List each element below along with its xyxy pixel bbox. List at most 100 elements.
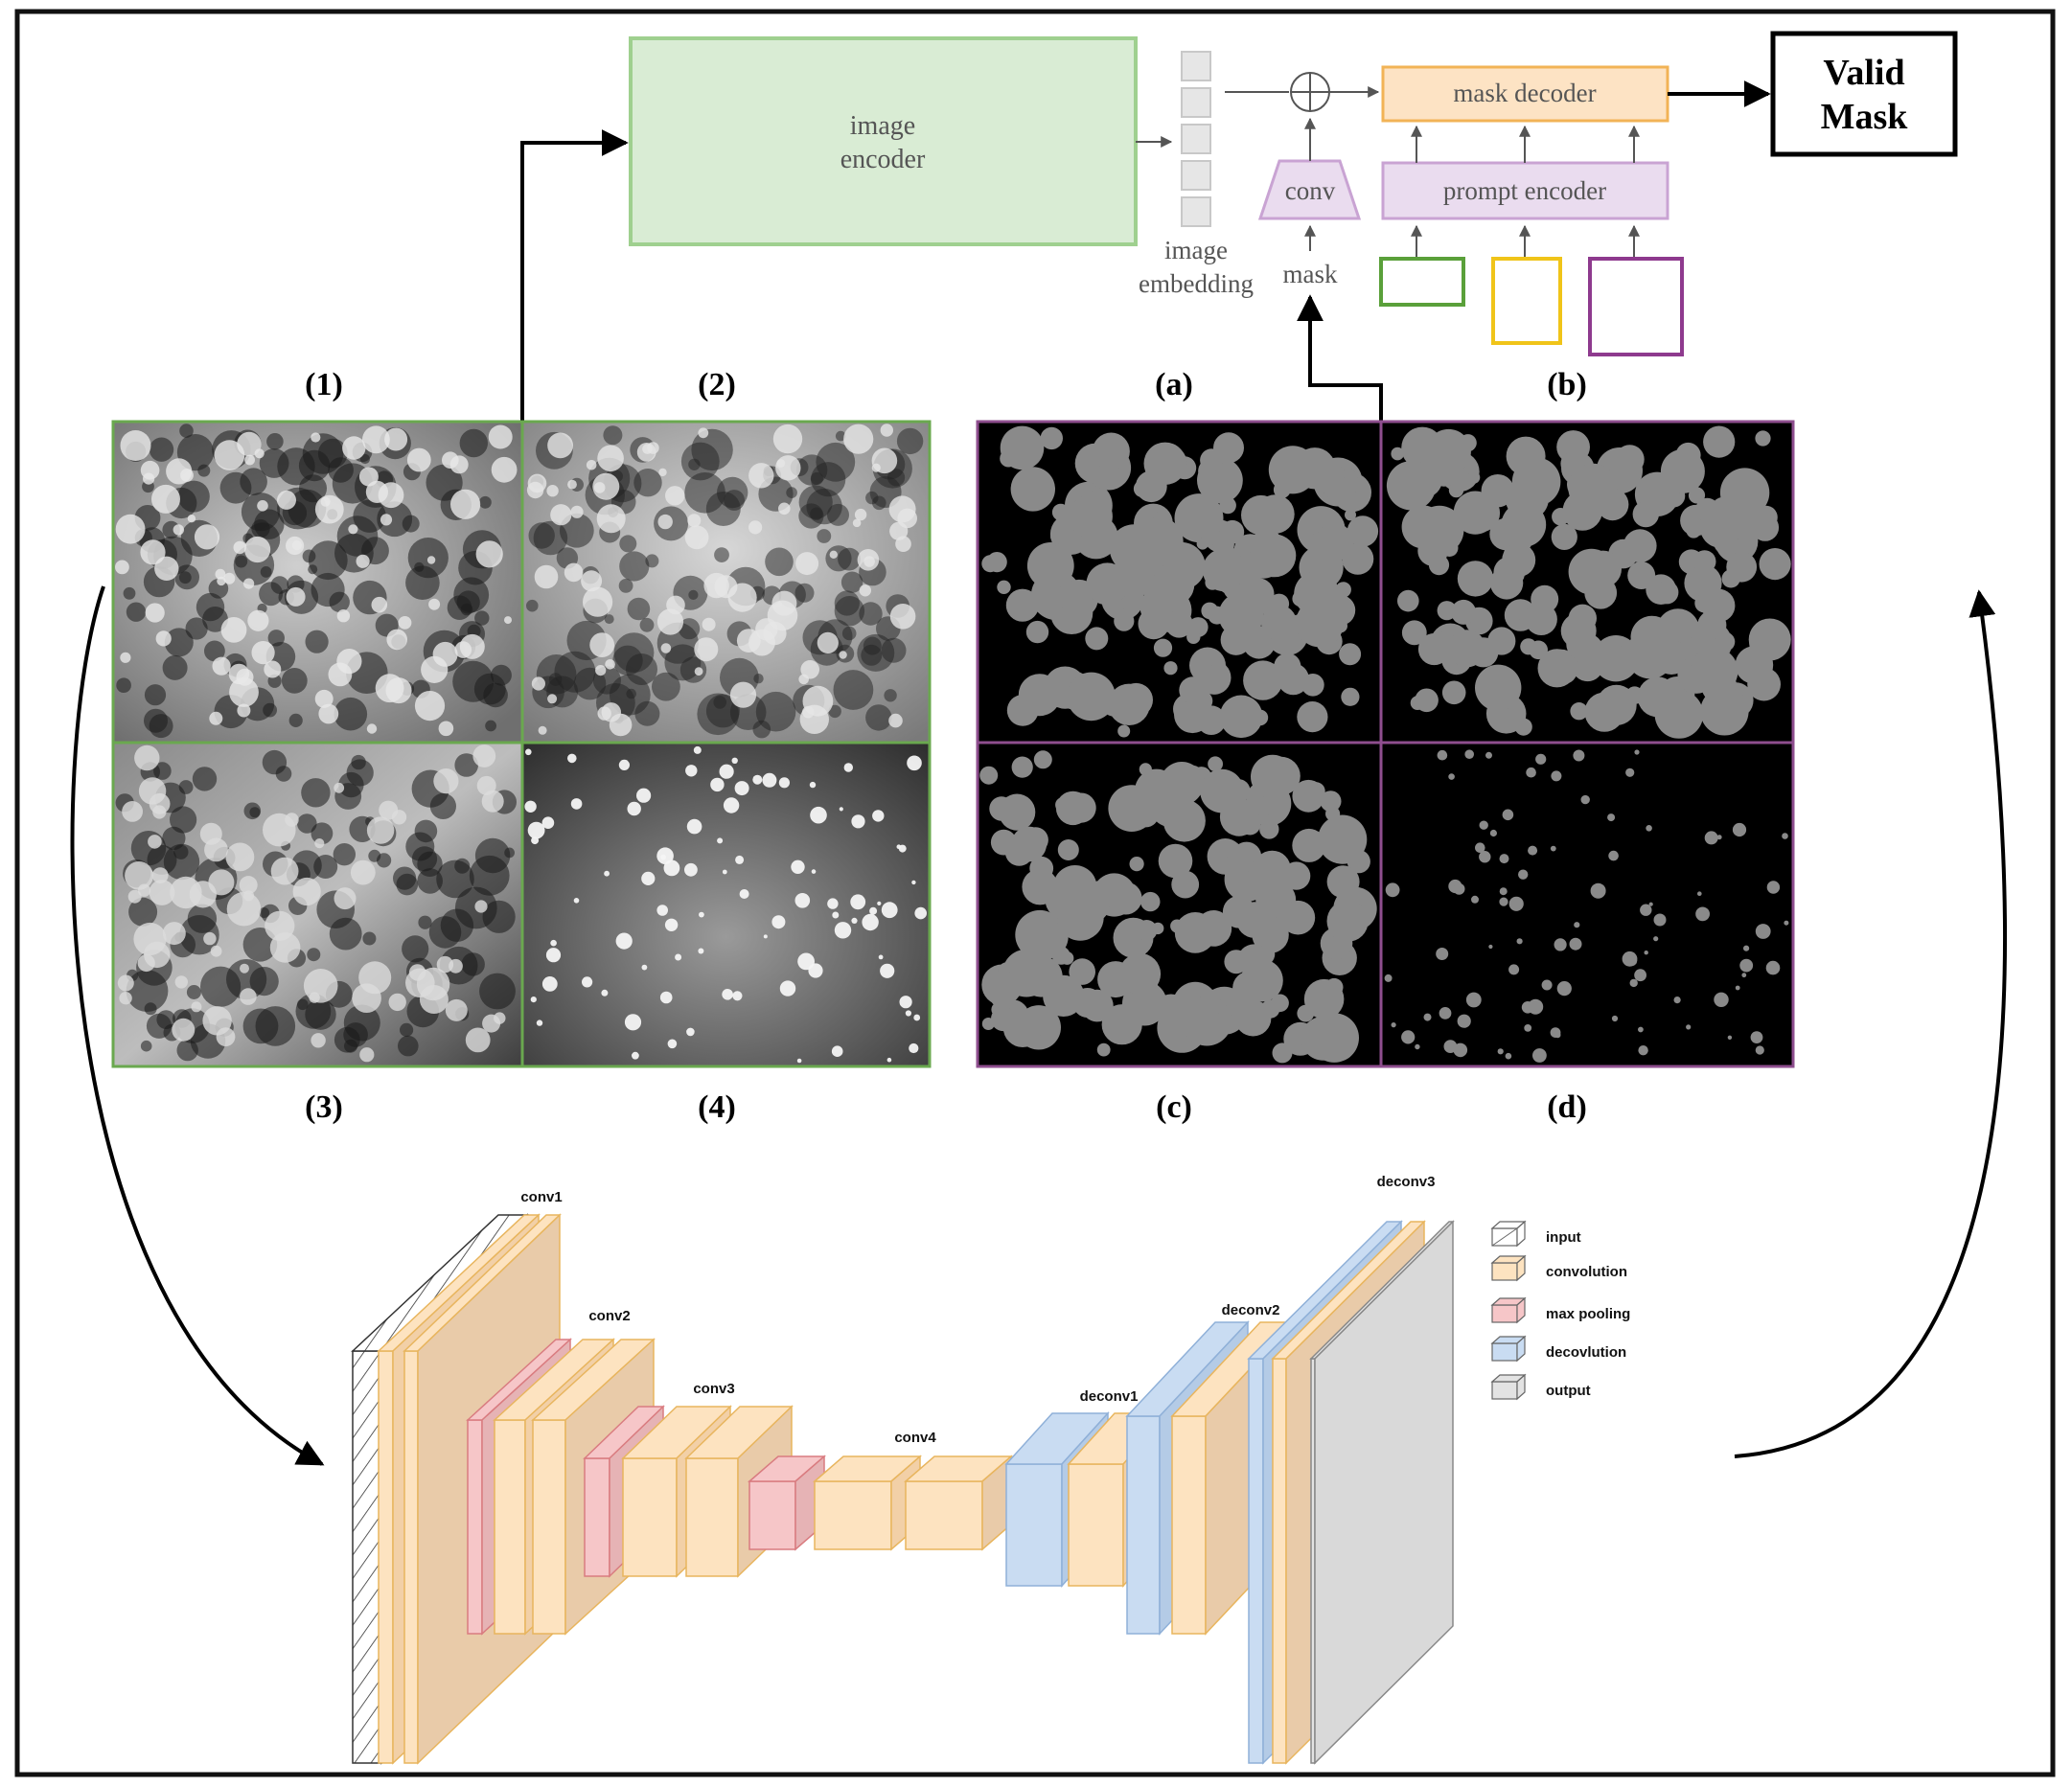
bubble-light-2: [889, 521, 909, 540]
bubble-4: [722, 989, 733, 1000]
bubble-light-2: [729, 681, 757, 708]
mask-blob-a: [1153, 638, 1173, 657]
mask-blob-c: [1069, 958, 1095, 985]
bubble-4: [735, 855, 745, 864]
mask-blob-d: [1437, 749, 1448, 761]
bubble-light-2: [771, 590, 797, 616]
mask-blob-d: [1443, 1040, 1458, 1053]
mask-blob-d: [1697, 891, 1702, 896]
bubble-1: [177, 480, 210, 513]
bubble-2: [865, 704, 892, 731]
mask-blob-c: [1320, 790, 1342, 813]
bubble-light-2: [829, 550, 838, 559]
mask-blob-a: [1192, 691, 1213, 711]
legend-swatch-3: [1491, 1342, 1518, 1362]
bubble-1: [473, 673, 506, 705]
mask-blob-b: [1700, 687, 1749, 736]
bubble-light-3: [314, 838, 325, 849]
bubble-4: [762, 772, 777, 788]
mask-blob-d: [1640, 904, 1652, 916]
mask-blob-c: [1216, 856, 1232, 871]
mask-blob-d: [1646, 825, 1652, 832]
bubble-4: [550, 939, 557, 947]
bubble-2: [652, 672, 680, 701]
bubble-light-1: [140, 539, 166, 565]
conv3-pool: [584, 1457, 610, 1577]
mask-blob-d: [1750, 1031, 1763, 1043]
prompt-encoder-box: [1381, 161, 1669, 220]
bubble-light-1: [406, 447, 431, 472]
bubble-light-3: [162, 922, 186, 946]
mask-blob-b: [1596, 488, 1629, 521]
bubble-2: [619, 535, 637, 553]
mask-blob-c: [1057, 978, 1073, 995]
bubble-light-1: [115, 560, 129, 575]
mask-blob-b: [1755, 430, 1771, 447]
bubble-light-2: [888, 713, 903, 728]
bubble-2: [548, 673, 563, 686]
bubble-4: [905, 1010, 912, 1017]
bubble-light-1: [386, 629, 408, 651]
bubble-2: [833, 670, 874, 710]
bubble-3: [297, 813, 317, 834]
bubble-4: [791, 859, 805, 874]
bubble-4: [693, 745, 702, 754]
mask-blob-d: [1755, 1045, 1764, 1055]
mask-blob-a: [1219, 695, 1263, 739]
mask-blob-b: [1627, 561, 1656, 589]
conv3-slab-b: [685, 1457, 739, 1577]
mask-blob-d: [1727, 1035, 1733, 1041]
bubble-3: [479, 973, 516, 1010]
bubble-4: [582, 976, 593, 988]
mask-blob-b: [1451, 599, 1477, 625]
masks-to-sam-arrow: [1297, 294, 1383, 422]
bubble-4: [636, 788, 652, 803]
mask-blob-c: [998, 963, 1010, 976]
mask-blob-b: [1689, 621, 1710, 642]
bubble-light-2: [854, 508, 867, 521]
mask-blob-b: [1715, 631, 1736, 652]
mask-blob-a: [1339, 643, 1362, 666]
embedding-label-2: embedding: [1139, 269, 1254, 298]
mask-blob-a: [1273, 481, 1291, 498]
bubble-light-1: [120, 430, 151, 461]
mask-grid: [976, 420, 1795, 1068]
mask-blob-a: [1154, 511, 1167, 524]
mask-blob-a: [1269, 593, 1290, 614]
bubble-4: [734, 781, 749, 796]
bubble-light-3: [334, 887, 357, 910]
bubble-light-1: [145, 603, 165, 623]
bubble-light-3: [149, 792, 171, 814]
mask-blob-c: [1034, 1018, 1053, 1036]
bubble-2: [753, 674, 764, 684]
bubble-light-2: [531, 676, 546, 691]
bubble-light-3: [465, 1027, 491, 1053]
bubble-light-1: [155, 630, 172, 647]
mask-blob-d: [1574, 922, 1580, 928]
conv4-label: conv4: [894, 1430, 936, 1446]
bubble-light-3: [149, 880, 175, 905]
mask-blob-c: [1292, 779, 1325, 813]
bubble-light-3: [270, 857, 299, 885]
bubble-4: [717, 837, 724, 844]
label-2: (2): [698, 367, 736, 402]
mask-blob-a: [1272, 499, 1289, 515]
bubble-3: [411, 846, 438, 872]
mask-blob-d: [1653, 913, 1667, 927]
mask-blob-b: [1759, 548, 1791, 581]
bubble-4: [524, 800, 537, 813]
bubble-light-2: [570, 505, 584, 518]
bubble-light-2: [863, 556, 875, 567]
bubble-3: [170, 806, 197, 834]
mask-blob-d: [1464, 749, 1474, 759]
bubble-light-3: [263, 813, 296, 847]
mask-blob-d: [1508, 964, 1520, 975]
bubble-4: [796, 1058, 802, 1064]
bubble-1: [305, 630, 329, 653]
mask-blob-c: [1182, 996, 1232, 1046]
label-a: (a): [1155, 367, 1193, 402]
bubble-4: [722, 869, 727, 875]
label-1: (1): [305, 367, 343, 402]
bubble-light-3: [240, 963, 249, 974]
bubble-2: [526, 599, 539, 612]
